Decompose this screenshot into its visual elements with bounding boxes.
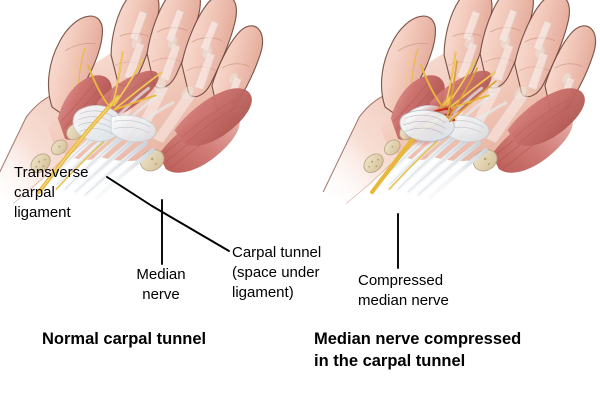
normal-hand-figure xyxy=(0,0,263,267)
label-carpal-tunnel: Carpal tunnel (space under ligament) xyxy=(232,244,322,301)
compression-overlay xyxy=(370,60,497,194)
leader-transverse-ligament xyxy=(106,176,153,207)
label-compressed-median-nerve: Compressed median nerve xyxy=(358,272,449,309)
label-median-nerve: Median nerve xyxy=(136,266,186,303)
caption-normal-carpal-tunnel: Normal carpal tunnel xyxy=(42,330,207,348)
label-transverse-carpal-ligament: Transverse carpal ligament xyxy=(14,164,89,221)
leader-carpal-tunnel xyxy=(151,205,230,252)
caption-median-nerve-compressed: Median nerve compressed in the carpal tu… xyxy=(314,330,522,370)
compressed-hand-figure xyxy=(303,0,596,268)
leader-lines-left xyxy=(106,176,230,265)
